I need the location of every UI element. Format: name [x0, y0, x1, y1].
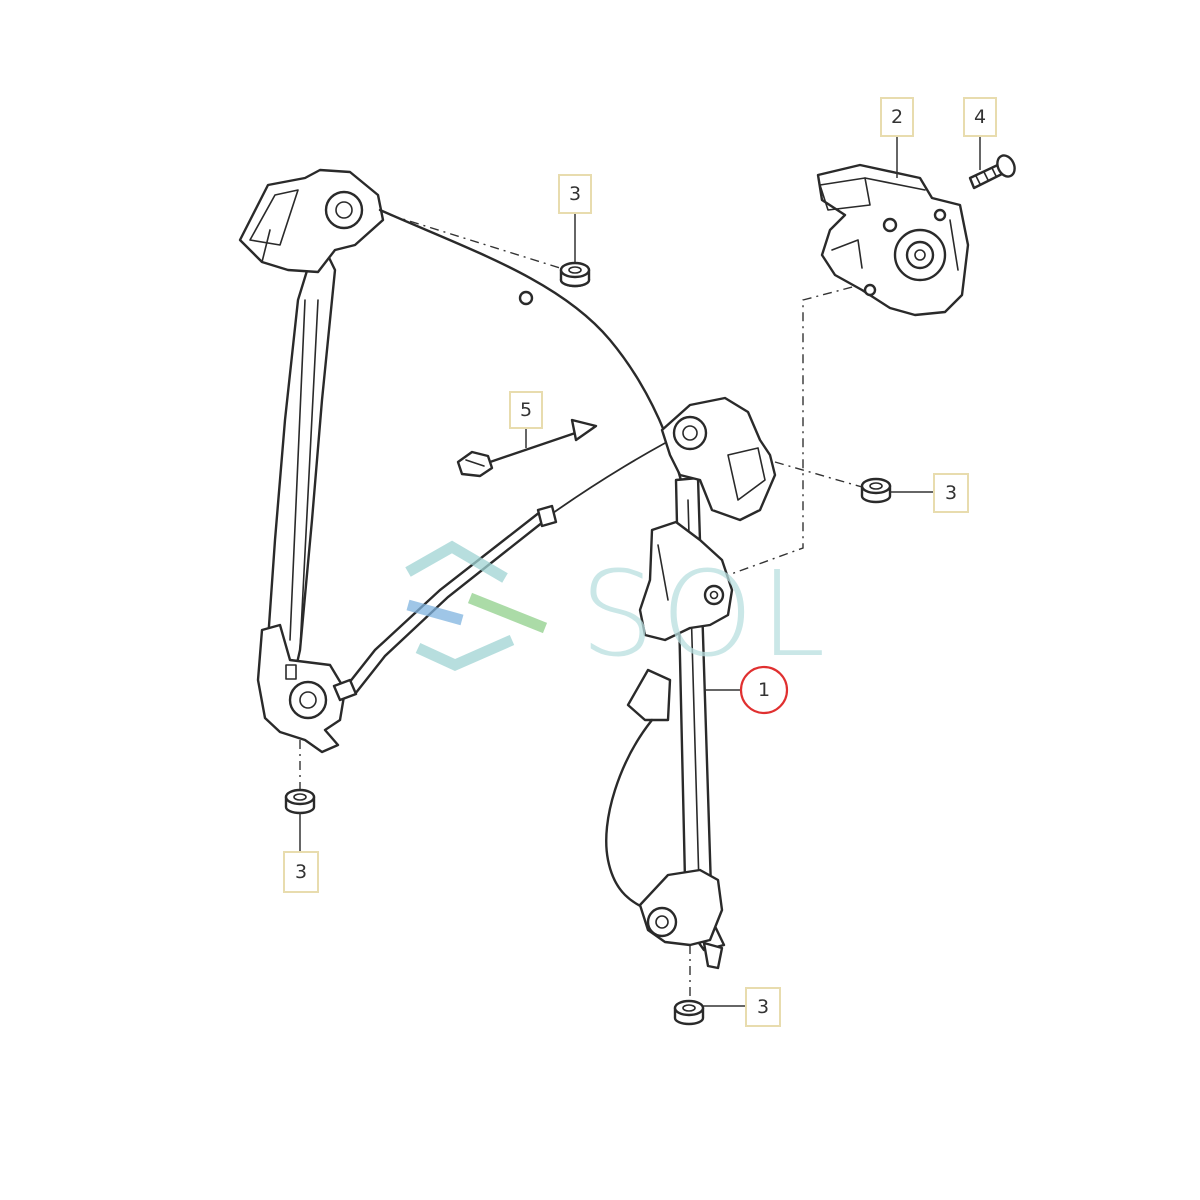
callout-5: 5: [509, 391, 543, 429]
callout-1-label: 1: [758, 679, 770, 701]
callout-1-highlighted: 1: [739, 665, 789, 715]
dashed-leaders: [299, 214, 863, 1005]
watermark-logo-icon: [405, 540, 548, 672]
callout-4-label: 4: [974, 106, 986, 128]
mounting-nut-right-bottom: [673, 999, 705, 1026]
callout-3-right-label: 3: [945, 482, 957, 504]
window-regulator-assembly: [238, 168, 777, 970]
callout-leaders: [299, 135, 981, 1007]
callout-4: 4: [963, 97, 997, 137]
motor-screw: [968, 154, 1016, 190]
callout-3-right-bottom-label: 3: [757, 996, 769, 1018]
callout-5-label: 5: [520, 399, 532, 421]
callout-3-right: 3: [933, 473, 969, 513]
callout-3-top-label: 3: [569, 183, 581, 205]
sol-watermark: SOL: [405, 540, 832, 683]
callout-3-right-bottom: 3: [745, 987, 781, 1027]
callout-3-left-bottom-label: 3: [295, 861, 307, 883]
mounting-nut-top: [559, 261, 591, 288]
callout-2: 2: [880, 97, 914, 137]
callout-3-left-bottom: 3: [283, 851, 319, 893]
mounting-nut-left-bottom: [284, 788, 316, 815]
regulator-motor: [816, 163, 970, 317]
callout-3-top: 3: [558, 174, 592, 214]
watermark-text: SOL: [580, 545, 832, 683]
cable-tie: [456, 418, 598, 478]
callout-2-label: 2: [891, 106, 903, 128]
mounting-nut-right: [860, 477, 892, 504]
